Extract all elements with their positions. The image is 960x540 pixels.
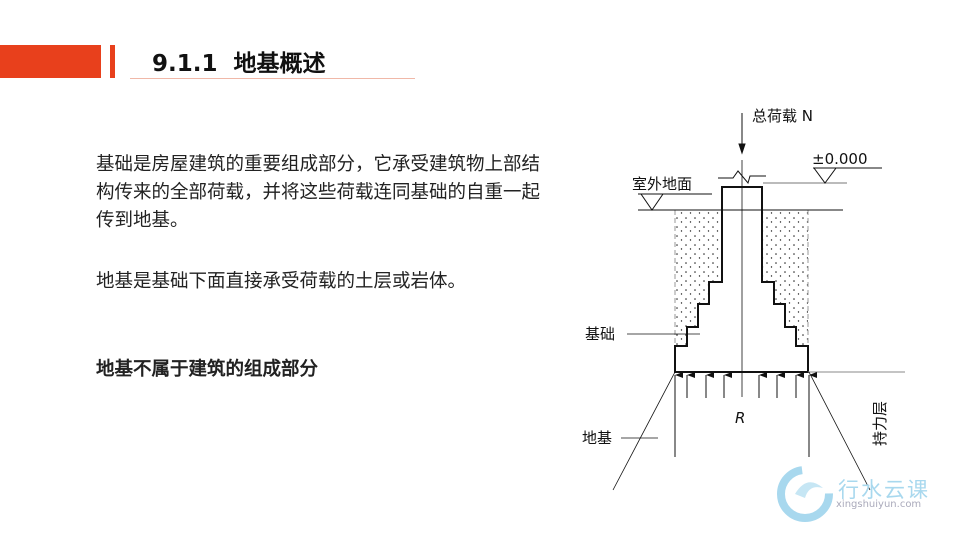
reaction-label: R [735,409,745,427]
elevation-label: ±0.000 [812,150,868,168]
backfill-left [675,210,722,346]
paragraph-foundation-definition: 基础是房屋建筑的重要组成部分，它承受建筑物上部结构传来的全部荷载，并将这些荷载连… [96,154,541,231]
header-accent-tick [110,45,115,78]
bearing-layer-label: 持力层 [871,401,889,446]
watermark-logo-icon [777,466,833,522]
title-divider [130,78,415,79]
watermark-brand: 行水云课 [838,478,930,502]
header-accent-bar [0,45,101,78]
backfill-right [762,210,808,346]
subgrade-label: 地基 [582,429,612,447]
paragraph-subgrade-definition: 地基是基础下面直接承受荷载的土层或岩体。 [96,271,467,292]
watermark-url: xingshuiyun.com [836,499,922,510]
load-label: 总荷载 N [752,107,813,125]
paragraph-key-point: 地基不属于建筑的组成部分 [96,359,319,380]
page-title: 9.1.1 地基概述 [152,51,326,77]
reaction-arrows [674,372,817,457]
foundation-label: 基础 [585,325,615,343]
outdoor-ground-label: 室外地面 [632,175,692,193]
